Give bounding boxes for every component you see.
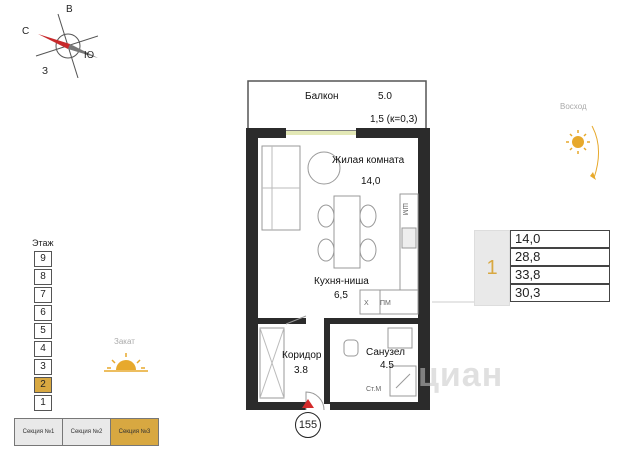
apartment-number: 155 xyxy=(295,412,321,438)
section-1-button[interactable]: Секция №1 xyxy=(15,419,63,445)
bathroom-area: 4.5 xyxy=(380,360,394,371)
balcony-coef: 1,5 (к=0,3) xyxy=(370,114,418,125)
apartment-number-text: 155 xyxy=(298,419,318,431)
area-reduced: 30,3 xyxy=(510,284,610,302)
floor-3[interactable]: 3 xyxy=(34,359,52,375)
sunrise-label: Восход xyxy=(560,102,587,111)
compass-east: Ю xyxy=(84,50,95,61)
living-room-area: 14,0 xyxy=(361,176,381,187)
floor-1[interactable]: 1 xyxy=(34,395,52,411)
area-total: 33,8 xyxy=(510,266,610,284)
floor-6[interactable]: 6 xyxy=(34,305,52,321)
sunset-icon xyxy=(104,353,148,372)
floor-4[interactable]: 4 xyxy=(34,341,52,357)
floor-9[interactable]: 9 xyxy=(34,251,52,267)
area-index: 1 xyxy=(474,230,510,306)
floor-2[interactable]: 2 xyxy=(34,377,52,393)
kitchen-area: 6,5 xyxy=(334,290,348,301)
living-room-label: Жилая комната xyxy=(332,155,405,166)
floor-8[interactable]: 8 xyxy=(34,269,52,285)
compass-rose-icon xyxy=(35,13,99,79)
leader-line xyxy=(432,301,476,303)
section-2-button[interactable]: Секция №2 xyxy=(63,419,111,445)
entrance-arrow-icon xyxy=(302,399,314,408)
dishwasher-label: ПМ xyxy=(380,300,391,307)
hall-area: 3.8 xyxy=(294,365,308,376)
compass-south: З xyxy=(42,66,49,77)
section-3-button[interactable]: Секция №3 xyxy=(111,419,158,445)
area-total-living: 28,8 xyxy=(510,248,610,266)
watermark-logo: циан xyxy=(418,356,504,394)
sunrise-icon xyxy=(566,125,599,180)
sunset-label: Закат xyxy=(114,337,135,346)
section-selector: Секция №1 Секция №2 Секция №3 xyxy=(14,418,159,446)
area-living: 14,0 xyxy=(510,230,610,248)
washer-label: ШМ xyxy=(401,203,408,216)
kitchen-label: Кухня-ниша xyxy=(314,276,369,287)
floor-title: Этаж xyxy=(32,238,54,248)
hall-label: Коридор xyxy=(282,350,322,361)
laundry-label: Ст.М xyxy=(366,386,382,393)
bathroom-label: Санузел xyxy=(366,347,405,358)
fridge-label: Х xyxy=(364,300,369,307)
compass: В С Ю З xyxy=(22,4,99,79)
floor-plan xyxy=(246,80,430,411)
floor-5[interactable]: 5 xyxy=(34,323,52,339)
compass-north: В xyxy=(66,4,73,15)
compass-west: С xyxy=(22,26,30,37)
floor-selector: 9 8 7 6 5 4 3 2 1 xyxy=(34,251,52,413)
floor-7[interactable]: 7 xyxy=(34,287,52,303)
balcony-label: Балкон xyxy=(305,91,339,102)
balcony-area: 5.0 xyxy=(378,91,392,102)
